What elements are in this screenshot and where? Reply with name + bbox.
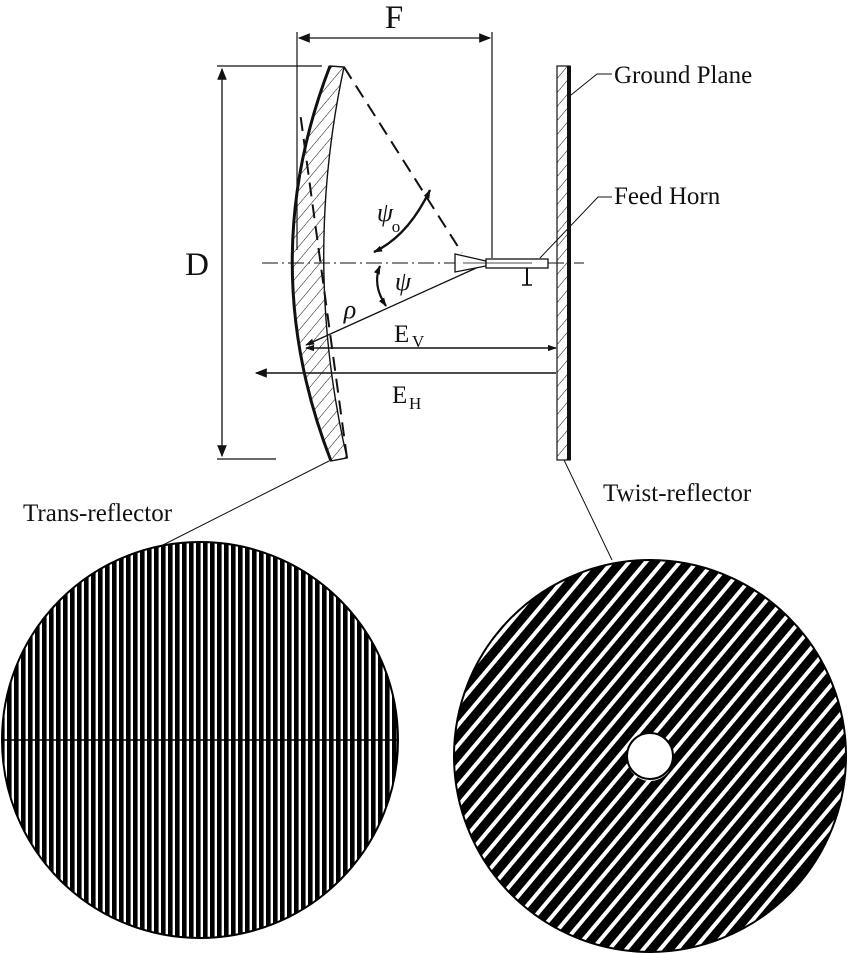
eh-subscript: H: [409, 394, 421, 413]
eh-label: E: [392, 382, 407, 409]
ground-plane: [556, 65, 571, 461]
psi0-subscript: o: [392, 217, 401, 236]
twist-reflector-label: Twist-reflector: [603, 480, 752, 507]
psi0-angle: ψ o: [373, 189, 432, 254]
ground-plane-leader: [570, 73, 612, 96]
ev-subscript: V: [412, 332, 425, 351]
diameter-label: D: [185, 247, 209, 283]
feed-horn: [454, 253, 549, 286]
psi-angle: ψ: [373, 265, 412, 307]
feed-horn-label: Feed Horn: [614, 183, 721, 210]
twist-reflector-disc: [453, 559, 847, 953]
twist-reflector-center-hole: [626, 732, 674, 780]
ground-plane-label: Ground Plane: [614, 62, 752, 89]
ev-label: E: [394, 321, 409, 348]
feed-horn-leader: [539, 196, 612, 259]
trans-reflector-connector: [154, 460, 330, 550]
trans-reflector-label: Trans-reflector: [23, 500, 173, 527]
main-reflector: [290, 65, 348, 462]
rho-label: ρ: [343, 295, 356, 324]
psi-label: ψ: [395, 267, 412, 296]
psi0-label: ψ: [377, 198, 394, 227]
feed-ray-cone: [299, 66, 463, 459]
diameter-dimension: D: [185, 65, 322, 460]
focal-length-label: F: [385, 0, 403, 36]
trans-reflector-disc: [1, 541, 399, 939]
rho-ray: [305, 263, 486, 346]
twist-reflector-connector: [563, 459, 613, 561]
